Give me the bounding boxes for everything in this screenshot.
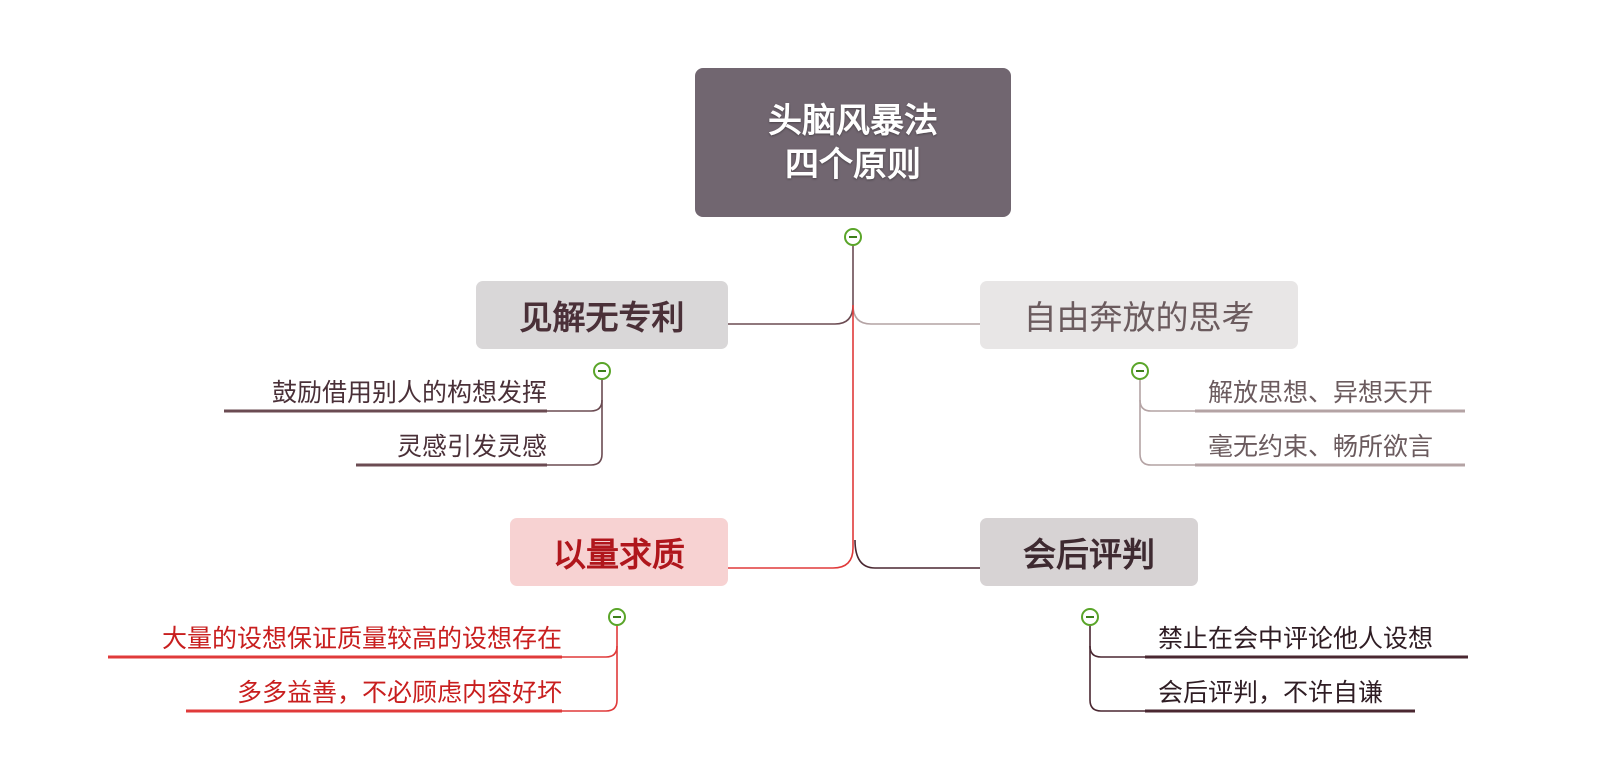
branch-topic-right-bottom[interactable]: 会后评判 bbox=[980, 518, 1198, 586]
connector-right-top bbox=[852, 304, 980, 325]
minus-circle-icon[interactable] bbox=[1131, 362, 1149, 380]
branch-topic-left-bottom[interactable]: 以量求质 bbox=[510, 518, 728, 586]
minus-circle-icon[interactable] bbox=[608, 608, 626, 626]
connector-left-top bbox=[728, 304, 854, 325]
leaf-topic[interactable]: 多多益善，不必顾虑内容好坏 bbox=[236, 678, 562, 707]
leaf-topic[interactable]: 禁止在会中评论他人设想 bbox=[1158, 624, 1434, 653]
leaf-topic[interactable]: 灵感引发灵感 bbox=[396, 432, 547, 461]
connector-left-bottom bbox=[728, 305, 854, 569]
branch-topic-left-top[interactable]: 见解无专利 bbox=[476, 281, 728, 349]
minus-circle-icon[interactable] bbox=[1081, 608, 1099, 626]
connector-lb-leaf-2 bbox=[186, 646, 618, 712]
minus-circle-icon[interactable] bbox=[593, 362, 611, 380]
root-topic[interactable]: 头脑风暴法 四个原则 bbox=[695, 68, 1011, 217]
root-title-line-1: 头脑风暴法 bbox=[768, 100, 938, 141]
leaf-topic[interactable]: 会后评判，不许自谦 bbox=[1158, 678, 1384, 707]
branch-topic-right-top[interactable]: 自由奔放的思考 bbox=[980, 281, 1298, 349]
leaf-topic[interactable]: 解放思想、异想天开 bbox=[1208, 378, 1434, 407]
root-title-line-2: 四个原则 bbox=[785, 144, 921, 185]
leaf-topic[interactable]: 鼓励借用别人的构想发挥 bbox=[271, 378, 547, 407]
connector-rt-leaf-2 bbox=[1139, 400, 1465, 466]
connector-right-bottom bbox=[854, 539, 980, 569]
connector-rb-leaf-2 bbox=[1089, 646, 1415, 712]
leaf-topic[interactable]: 毫无约束、畅所欲言 bbox=[1208, 432, 1434, 461]
connector-lt-leaf-2 bbox=[356, 400, 603, 466]
leaf-topic[interactable]: 大量的设想保证质量较高的设想存在 bbox=[161, 624, 562, 653]
minus-circle-icon[interactable] bbox=[844, 228, 862, 246]
